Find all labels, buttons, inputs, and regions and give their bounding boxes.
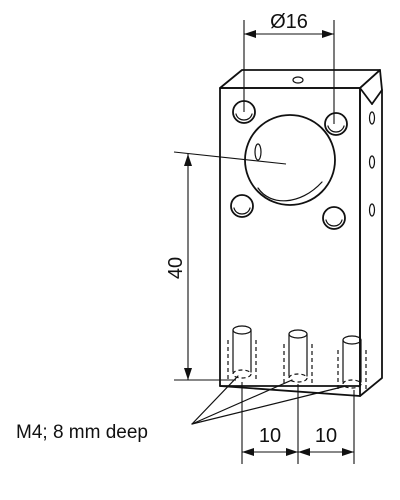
threaded-hole-3	[337, 335, 367, 390]
front-face	[219, 87, 361, 387]
corner-hole-br	[322, 206, 346, 230]
top-hole	[292, 76, 304, 84]
diameter-label: Ø16	[270, 11, 308, 33]
side-hole-3	[368, 203, 376, 217]
corner-hole-bl	[230, 194, 254, 218]
height-dimension: 40	[165, 151, 287, 381]
corner-hole-tr	[324, 112, 348, 136]
thread-note-leaders	[191, 375, 347, 425]
threaded-hole-1	[227, 325, 257, 380]
side-hole-2	[368, 155, 376, 169]
right-face	[359, 69, 383, 397]
height-label: 40	[165, 257, 187, 279]
side-hole-1	[368, 111, 376, 125]
thread-note: M4; 8 mm deep	[16, 422, 148, 443]
spacing-dimension: 10 10	[241, 382, 355, 464]
spacing-right-label: 10	[315, 425, 337, 447]
front-features	[230, 100, 348, 230]
spacing-left-label: 10	[259, 425, 281, 447]
bracket-body	[219, 69, 383, 397]
diameter-dimension: Ø16	[243, 11, 335, 124]
threaded-hole-2	[283, 329, 313, 384]
threaded-holes	[219, 325, 367, 397]
